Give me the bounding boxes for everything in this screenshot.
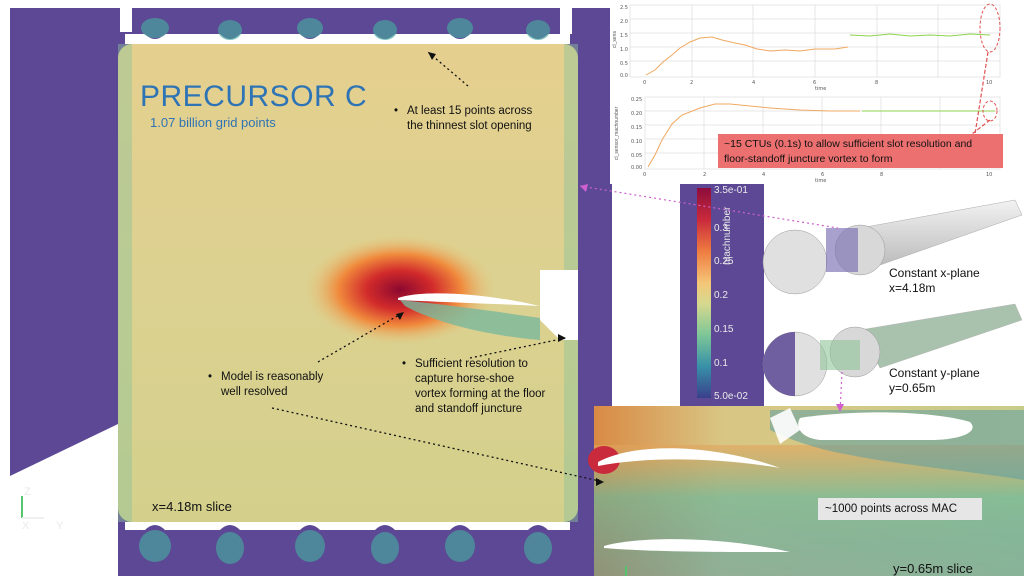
- annotation-arrow-top: [974, 51, 989, 135]
- bottom-plot-ylabel: cl_sensor_machnumber: [614, 106, 620, 160]
- top-plot-orange-series: [645, 36, 849, 76]
- annotation-ellipse-bottom: [982, 100, 998, 122]
- bullet-slot-text: At least 15 points across the thinnest s…: [407, 105, 533, 132]
- svg-text:0.25: 0.25: [631, 97, 642, 103]
- connector-x-plane: [579, 185, 839, 229]
- colorbar-tick: 5.0e-02: [714, 391, 748, 402]
- svg-text:1.5: 1.5: [620, 33, 628, 39]
- axis-z-label: Z: [24, 486, 31, 498]
- svg-text:time: time: [815, 86, 826, 92]
- svg-text:0.20: 0.20: [631, 111, 642, 117]
- svg-text:0: 0: [643, 80, 646, 86]
- svg-text:0.00: 0.00: [631, 165, 642, 171]
- svg-text:2.5: 2.5: [620, 5, 628, 11]
- svg-text:8: 8: [880, 172, 883, 178]
- bullet-marker: •: [394, 105, 399, 117]
- svg-text:0.0: 0.0: [620, 73, 628, 79]
- plot-panel-top: [610, 0, 1010, 92]
- svg-text:8: 8: [875, 80, 878, 86]
- axis-x-label: X: [22, 520, 30, 532]
- bullet-model: • Model is reasonably well resolved: [208, 370, 348, 400]
- slot-jets-bottom: [139, 530, 552, 564]
- tunnel-wall-lower-left: [0, 424, 118, 576]
- model-x-plane: [762, 199, 1023, 295]
- ctu-callout: ~15 CTUs (0.1s) to allow sufficient slot…: [718, 134, 1003, 168]
- bottom-plot-orange-series: [647, 103, 860, 168]
- tunnel-wall-top-right: [560, 8, 572, 34]
- svg-text:4: 4: [762, 172, 765, 178]
- colorbar-tick: 0.1: [714, 358, 728, 369]
- bullet-vortex-text: Sufficient resolution to capture horse-s…: [415, 358, 546, 415]
- y-slice-label: y=0.65m slice: [893, 561, 973, 576]
- svg-text:0: 0: [643, 172, 646, 178]
- colorbar-title: machnumber: [722, 206, 733, 265]
- colorbar-tick: 0.3: [714, 223, 728, 234]
- svg-text:2.0: 2.0: [620, 19, 628, 25]
- bullet-slot: • At least 15 points across the thinnest…: [394, 104, 574, 134]
- standoff-bump: [540, 270, 578, 340]
- floor-slots: [125, 522, 570, 530]
- top-plot-green-series: [849, 33, 991, 37]
- connector-x-plane-head: [580, 184, 588, 192]
- svg-text:0.05: 0.05: [631, 153, 642, 159]
- bottom-plot-ticks: 0.25 0.20 0.15 0.10 0.05 0.00 0 2 4 6 8 10 time: [631, 97, 992, 184]
- annotation-ellipse-top: [979, 3, 1001, 53]
- wing-y-slice: [598, 448, 780, 468]
- svg-text:2: 2: [703, 172, 706, 178]
- axis-y-label: Y: [56, 520, 64, 532]
- top-plot: [629, 4, 1001, 78]
- svg-text:10: 10: [986, 80, 992, 86]
- connector-y-plane-head: [836, 404, 844, 412]
- svg-text:10: 10: [986, 172, 992, 178]
- top-plot-ticks: 2.5 2.0 1.5 1.0 0.5 0.0 0 2 4 6 8 10 time: [620, 5, 992, 92]
- svg-text:4: 4: [752, 80, 755, 86]
- airfoil-section: [398, 293, 540, 306]
- lower-airfoil-y-slice: [604, 539, 790, 552]
- model-y-plane: [762, 303, 1023, 397]
- svg-text:2: 2: [690, 80, 693, 86]
- colorbar-tick: 0.2: [714, 290, 728, 301]
- bullet-vortex: • Sufficient resolution to capture horse…: [402, 357, 592, 417]
- svg-text:6: 6: [813, 80, 816, 86]
- mac-points-label: ~1000 points across MAC: [818, 498, 982, 520]
- annotation-arrow-heads: [396, 52, 604, 486]
- svg-text:1.0: 1.0: [620, 47, 628, 53]
- colorbar-tick: 0.25: [714, 256, 734, 267]
- tunnel-wall-top: [120, 8, 132, 32]
- bullet-marker: •: [402, 358, 407, 370]
- colorbar-tick: 0.15: [714, 324, 734, 335]
- annotation-arrow-bottom: [971, 119, 991, 135]
- colorbar-panel: [680, 184, 764, 406]
- slide-title: PRECURSOR C: [140, 80, 368, 113]
- annotation-arrows: [271, 51, 605, 483]
- wake-region: [400, 300, 540, 340]
- svg-text:0.5: 0.5: [620, 61, 628, 67]
- svg-text:0.10: 0.10: [631, 139, 642, 145]
- strut-y-slice: [770, 408, 800, 444]
- nacelle-y-slice: [798, 412, 973, 440]
- top-plot-ylabel: cl_sens: [612, 31, 618, 48]
- colorbar-tick: 3.5e-01: [714, 185, 748, 196]
- slot-jets-top: [141, 18, 550, 40]
- bullet-model-text: Model is reasonably well resolved: [221, 371, 324, 398]
- high-mach-region: [305, 235, 495, 345]
- y-plane-label: Constant y-plane y=0.65m: [889, 366, 980, 395]
- bullet-marker: •: [208, 371, 213, 383]
- connector-y-plane: [839, 371, 843, 413]
- x-plane-label: Constant x-plane x=4.18m: [889, 266, 980, 295]
- colorbar-gradient: [697, 188, 711, 398]
- svg-text:6: 6: [821, 172, 824, 178]
- svg-text:time: time: [815, 178, 826, 184]
- axis-triad-graphic: [21, 496, 44, 519]
- ceiling-slots: [125, 34, 570, 44]
- svg-text:0.15: 0.15: [631, 125, 642, 131]
- x-slice-label: x=4.18m slice: [152, 499, 232, 514]
- tunnel-wall-left: [0, 8, 10, 478]
- slide-subtitle: 1.07 billion grid points: [150, 115, 276, 130]
